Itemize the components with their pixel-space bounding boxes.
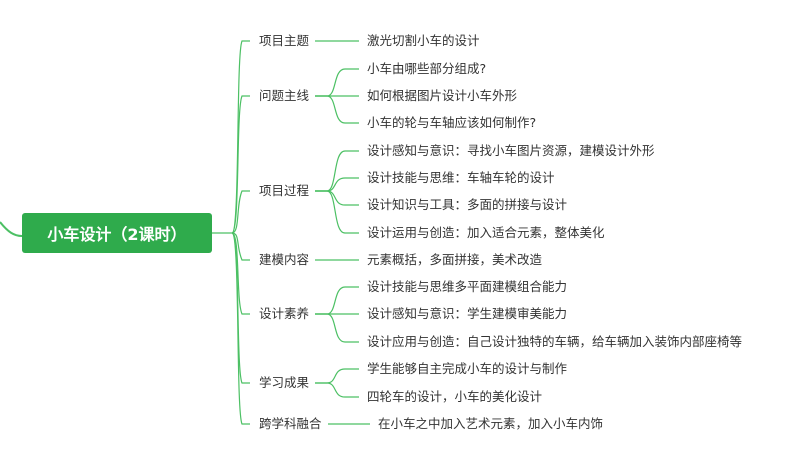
connector-line (231, 95, 250, 234)
branch-interdisciplinary[interactable]: 跨学科融合 (259, 416, 322, 431)
connector-line (315, 68, 359, 97)
leaf-node[interactable]: 小车由哪些部分组成? (367, 61, 487, 76)
leaf-node[interactable]: 激光切割小车的设计 (367, 33, 480, 48)
connector-line (315, 382, 359, 398)
connector-line (315, 95, 359, 124)
connector-line (231, 232, 250, 261)
leaf-node[interactable]: 四轮车的设计，小车的美化设计 (367, 389, 543, 404)
connector-line (0, 221, 23, 237)
connector-line (231, 190, 250, 234)
connector-line (231, 232, 250, 425)
connector-line (315, 177, 359, 192)
branch-project-process[interactable]: 项目过程 (259, 183, 310, 198)
leaf-node[interactable]: 小车的轮与车轴应该如何制作? (367, 115, 537, 130)
leaf-node[interactable]: 设计感知与意识：寻找小车图片资源，建模设计外形 (367, 143, 655, 158)
leaf-node[interactable]: 设计技能与思维多平面建模组合能力 (367, 279, 568, 294)
connector-line (315, 368, 359, 384)
connector-line (315, 190, 359, 206)
leaf-node[interactable]: 学生能够自主完成小车的设计与制作 (367, 361, 568, 376)
leaf-node[interactable]: 如何根据图片设计小车外形 (367, 88, 518, 103)
connector-line (315, 150, 359, 192)
leaf-node[interactable]: 元素概括，多面拼接，美术改造 (367, 252, 543, 267)
leaf-node[interactable]: 设计知识与工具：多面的拼接与设计 (367, 197, 568, 212)
root-node[interactable]: 小车设计（2课时） (22, 213, 212, 253)
leaf-node[interactable]: 在小车之中加入艺术元素，加入小车内饰 (378, 416, 604, 431)
branch-problem-line[interactable]: 问题主线 (259, 88, 310, 103)
leaf-node[interactable]: 设计感知与意识：学生建模审美能力 (367, 306, 568, 321)
connector-line (231, 40, 250, 234)
leaf-node[interactable]: 设计应用与创造：自己设计独特的车辆，给车辆加入装饰内部座椅等 (367, 334, 743, 349)
connector-line (315, 286, 359, 315)
connector-line (315, 313, 359, 343)
connector-line (231, 232, 250, 315)
branch-modeling-content[interactable]: 建模内容 (259, 252, 310, 267)
branch-design-literacy[interactable]: 设计素养 (259, 306, 310, 321)
leaf-node[interactable]: 设计运用与创造：加入适合元素，整体美化 (367, 225, 605, 240)
branch-project-theme[interactable]: 项目主题 (259, 33, 310, 48)
connector-line (315, 190, 359, 234)
branch-learning-outcomes[interactable]: 学习成果 (259, 375, 310, 390)
leaf-node[interactable]: 设计技能与思维：车轴车轮的设计 (367, 170, 555, 185)
